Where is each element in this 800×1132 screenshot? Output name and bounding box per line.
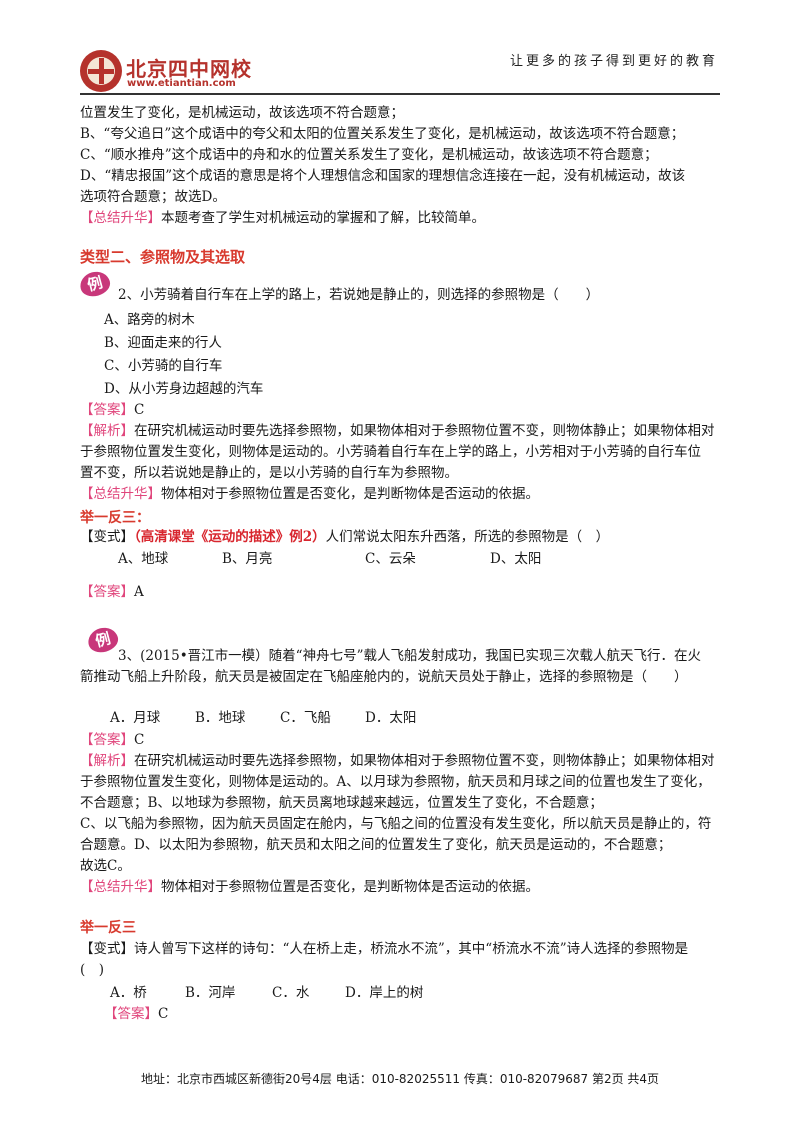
q3-analysis-5: 合题意。D、以太阳为参照物，航天员和太阳之间的位置发生了变化，航天员是运动的，不… (80, 837, 672, 853)
logo-url: www.etiantian.com (127, 78, 236, 89)
variant-1-option-b: B、月亮 (222, 551, 273, 567)
q3-summary: 【总结升华】物体相对于参照物位置是否变化，是判断物体是否运动的依据。 (80, 878, 539, 897)
intro-line-4: D、“精忠报国”这个成语的意思是将个人理想信念和国家的理想信念连接在一起，没有机… (80, 168, 686, 184)
summary-tag: 【总结升华】 (80, 879, 161, 895)
variant-text: 诗人曾写下这样的诗句：“人在桥上走，桥流水不流”，其中“桥流水不流”诗人选择的参… (134, 941, 689, 957)
variant-2-option-b: B．河岸 (185, 985, 236, 1001)
q2-summary: 【总结升华】物体相对于参照物位置是否变化，是判断物体是否运动的依据。 (80, 485, 539, 504)
summary-tag: 【总结升华】 (80, 210, 161, 226)
q2-option-b: B、迎面走来的行人 (104, 335, 222, 351)
header-slogan: 让更多的孩子得到更好的教育 (509, 54, 718, 69)
q2-option-d: D、从小芳身边超越的汽车 (104, 381, 264, 397)
page-footer: 地址：北京市西城区新德街20号4层 电话：010-82025511 传真：010… (140, 1072, 660, 1086)
intro-line-3: C、“顺水推舟”这个成语中的舟和水的位置关系发生了变化，是机械运动，故该选项不符… (80, 147, 658, 163)
variant-source: （高清课堂《运动的描述》例2） (134, 529, 326, 545)
example-badge: 例 (85, 624, 121, 656)
summary-tag: 【总结升华】 (80, 486, 161, 502)
answer-value: C (134, 732, 145, 748)
section-title: 类型二、参照物及其选取 (80, 248, 246, 266)
q3-analysis-6: 故选C。 (80, 858, 131, 874)
q3-option-a: A．月球 (110, 710, 161, 726)
q3-stem-1: 3、(2015•晋江市一模）随着“神舟七号”载人飞船发射成功，我国已实现三次载人… (118, 648, 701, 664)
q3-analysis-1: 【解析】在研究机械运动时要先选择参照物，如果物体相对于参照物位置不变，则物体静止… (80, 752, 715, 771)
answer-tag: 【答案】 (80, 732, 134, 748)
analysis-text: 在研究机械运动时要先选择参照物，如果物体相对于参照物位置不变，则物体静止；如果物… (134, 423, 715, 439)
variant-2-option-c: C．水 (272, 985, 310, 1001)
variant-1-option-c: C、云朵 (365, 551, 416, 567)
q2-option-c: C、小芳骑的自行车 (104, 358, 223, 374)
q2-analysis-1: 【解析】在研究机械运动时要先选择参照物，如果物体相对于参照物位置不变，则物体静止… (80, 422, 715, 441)
answer-tag: 【答案】 (80, 402, 134, 418)
analysis-text: 在研究机械运动时要先选择参照物，如果物体相对于参照物位置不变，则物体静止；如果物… (134, 753, 715, 769)
q2-analysis-2: 于参照物位置发生变化，则物体是运动的。小芳骑着自行车在上学的路上，小芳相对于小芳… (80, 444, 701, 460)
q2-stem: 2、小芳骑着自行车在上学的路上，若说她是静止的，则选择的参照物是（ ） (118, 287, 600, 303)
q3-option-b: B．地球 (195, 710, 246, 726)
q2-option-a: A、路旁的树木 (104, 312, 195, 328)
variant-1-stem: 【变式】（高清课堂《运动的描述》例2）人们常说太阳东升西落，所选的参照物是（ ） (80, 528, 609, 547)
answer-value: C (158, 1006, 169, 1022)
example-badge: 例 (77, 268, 113, 300)
variant-2-option-a: A．桥 (110, 985, 147, 1001)
q3-analysis-3: 不合题意；B、以地球为参照物，航天员离地球越来越远，位置发生了变化，不合题意； (80, 795, 603, 811)
variant-tag: 【变式】 (80, 529, 134, 545)
q3-analysis-2: 于参照物位置发生变化，则物体是运动的。A、以月球为参照物，航天员和月球之间的位置… (80, 774, 711, 790)
q2-analysis-3: 置不变，所以若说她是静止的，是以小芳骑的自行车为参照物。 (80, 465, 458, 481)
answer-value: A (134, 584, 144, 600)
q3-option-c: C．飞船 (280, 710, 331, 726)
q3-stem-2: 箭推动飞船上升阶段，航天员是被固定在飞船座舱内的，说航天员处于静止，选择的参照物… (80, 669, 688, 685)
answer-tag: 【答案】 (80, 584, 134, 600)
intro-line-5: 选项符合题意；故选D。 (80, 189, 226, 205)
variant-tag: 【变式】 (80, 941, 134, 957)
summary-text: 物体相对于参照物位置是否变化，是判断物体是否运动的依据。 (161, 879, 539, 895)
intro-summary: 【总结升华】本题考查了学生对机械运动的掌握和了解，比较简单。 (80, 209, 485, 228)
answer-value: C (134, 402, 145, 418)
intro-line-2: B、“夸父追日”这个成语中的夸父和太阳的位置关系发生了变化，是机械运动，故该选项… (80, 126, 685, 142)
variant-2-stem-2: ( ) (80, 962, 105, 978)
logo-emblem-icon (80, 50, 122, 92)
q3-answer: 【答案】C (80, 731, 144, 750)
practice-title: 举一反三 (80, 920, 136, 936)
logo: 北京四中网校 www.etiantian.com (80, 50, 300, 96)
intro-line-1: 位置发生了变化，是机械运动，故该选项不符合题意； (80, 105, 404, 121)
q3-analysis-4: C、以飞船为参照物，因为航天员固定在舱内，与飞船之间的位置没有发生变化，所以航天… (80, 816, 712, 832)
analysis-tag: 【解析】 (80, 753, 134, 769)
variant-text: 人们常说太阳东升西落，所选的参照物是（ ） (325, 529, 610, 545)
variant-2-stem-1: 【变式】诗人曾写下这样的诗句：“人在桥上走，桥流水不流”，其中“桥流水不流”诗人… (80, 940, 688, 959)
header-divider (80, 93, 720, 95)
q3-option-d: D．太阳 (365, 710, 417, 726)
answer-tag: 【答案】 (104, 1006, 158, 1022)
summary-text: 本题考查了学生对机械运动的掌握和了解，比较简单。 (161, 210, 485, 226)
variant-2-answer: 【答案】C (104, 1005, 168, 1024)
q2-answer: 【答案】C (80, 401, 144, 420)
practice-title: 举一反三： (80, 510, 150, 526)
logo-name: 北京四中网校 (126, 57, 252, 81)
analysis-tag: 【解析】 (80, 423, 134, 439)
variant-1-option-a: A、地球 (118, 551, 169, 567)
variant-1-option-d: D、太阳 (490, 551, 542, 567)
variant-1-answer: 【答案】A (80, 583, 144, 602)
variant-2-option-d: D．岸上的树 (345, 985, 424, 1001)
summary-text: 物体相对于参照物位置是否变化，是判断物体是否运动的依据。 (161, 486, 539, 502)
